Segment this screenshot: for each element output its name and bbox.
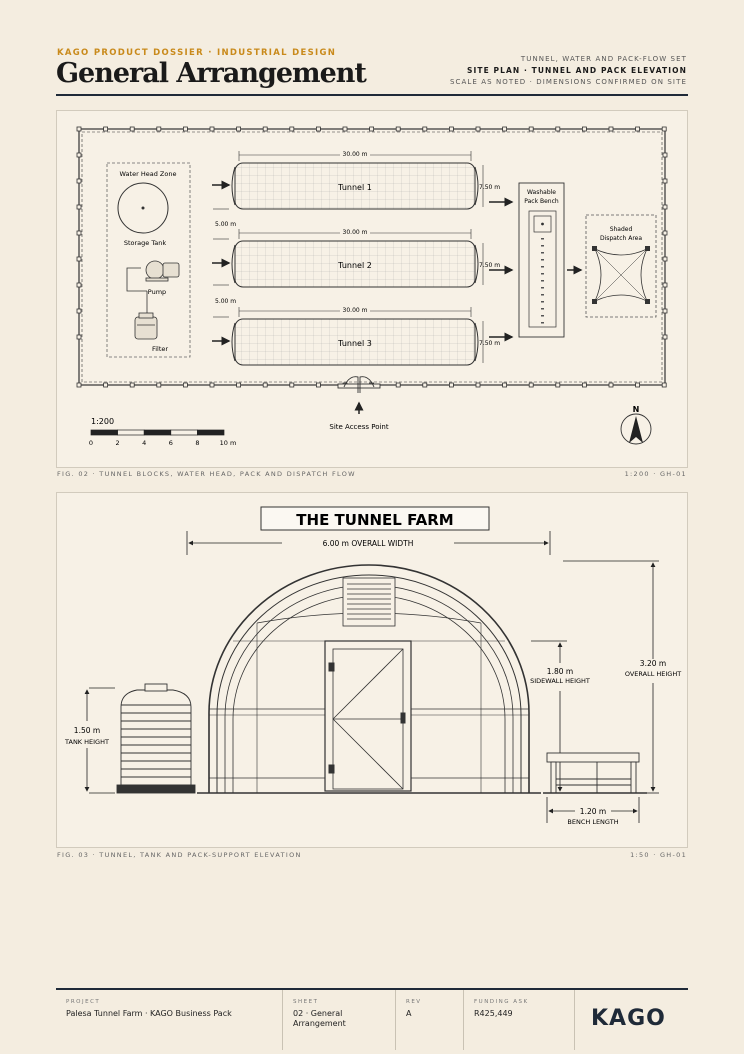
footer-logo-cell: KAGO: [574, 990, 689, 1050]
water-zone-label: Water Head Zone: [120, 170, 177, 178]
footer-funding: FUNDING ASK R425,449: [463, 990, 575, 1050]
bench-length-label: BENCH LENGTH: [567, 818, 618, 826]
set-name: TUNNEL, WATER AND PACK-FLOW SET: [520, 55, 687, 63]
filter-label: Filter: [152, 345, 168, 353]
footer-rev: REV A: [395, 990, 464, 1050]
door: [324, 640, 412, 792]
pack-bench-label-1: Washable: [527, 189, 556, 196]
overall-width-dim: 6.00 m OVERALL WIDTH: [323, 539, 414, 548]
page-title: General Arrangement: [56, 58, 367, 89]
scale-tick-label: 10 m: [220, 439, 237, 447]
tunnel-spacing-dimensions: [213, 208, 229, 318]
scale-tick-label: 0: [89, 439, 93, 447]
site-plan-panel: Water Head Zone Storage Tank Pump Filter…: [56, 110, 688, 468]
scale-tick-label: 4: [142, 439, 146, 447]
project-value: Palesa Tunnel Farm · KAGO Business Pack: [66, 1009, 232, 1018]
scale-bar: 0 2 4 6 8 10 m: [89, 429, 237, 447]
scale-label: 1:200: [91, 417, 114, 426]
fig2-ref: 1:200 · GH-01: [624, 470, 687, 478]
tunnel-label-1: Tunnel 1: [337, 183, 372, 192]
elevation-panel: THE TUNNEL FARM 6.00 m OVERALL WIDTH: [56, 492, 688, 848]
rev-value: A: [406, 1009, 412, 1018]
tunnel-label-2: Tunnel 2: [337, 261, 372, 270]
funding-label: FUNDING ASK: [474, 999, 529, 1005]
dispatch-label-2: Dispatch Area: [600, 235, 642, 242]
dispatch-label-1: Shaded: [610, 226, 633, 233]
fig3-ref: 1:50 · GH-01: [630, 851, 687, 859]
tunnel-width-dim-1: 7.50 m: [479, 184, 500, 191]
tunnel-blocks: Tunnel 1 30.00 m 7.50 m Tunnel 2 30.00 m 7.50…: [231, 149, 500, 366]
drawing-title: SITE PLAN · TUNNEL AND PACK ELEVATION: [466, 66, 687, 75]
funding-value: R425,449: [474, 1009, 513, 1018]
storage-tank-label: Storage Tank: [124, 239, 166, 247]
pump-icon: [126, 260, 180, 292]
tank-height-value: 1.50 m: [74, 726, 100, 735]
footer-sheet: SHEET 02 · General Arrangement: [282, 990, 396, 1050]
scale-tick-label: 2: [116, 439, 120, 447]
flow-arrows: [212, 180, 583, 414]
pump-label: Pump: [148, 288, 166, 296]
tunnel-label-3: Tunnel 3: [337, 339, 372, 348]
tunnel-length-dim-1: 30.00 m: [343, 151, 368, 158]
water-head-zone: Water Head Zone Storage Tank Pump Filter: [106, 162, 191, 358]
north-arrow-icon: [620, 413, 652, 445]
dossier-eyebrow: KAGO PRODUCT DOSSIER · INDUSTRIAL DESIGN: [57, 48, 337, 58]
title-block: PROJECT Palesa Tunnel Farm · KAGO Busine…: [56, 988, 688, 1054]
elevation-title: THE TUNNEL FARM: [296, 511, 453, 529]
fig3-caption: FIG. 03 · TUNNEL, TANK AND PACK-SUPPORT …: [57, 851, 302, 859]
header-rule: [56, 94, 688, 96]
bench-length-value: 1.20 m: [580, 807, 606, 816]
north-label: N: [633, 405, 640, 414]
tunnel-length-dim-3: 30.00 m: [343, 307, 368, 314]
pack-bench: [518, 182, 565, 338]
spacing-dim-2: 5.00 m: [215, 298, 236, 305]
water-tank: [116, 683, 196, 794]
scale-tick-label: 6: [169, 439, 173, 447]
fig2-caption: FIG. 02 · TUNNEL BLOCKS, WATER HEAD, PAC…: [57, 470, 356, 478]
sheet-value: 02 · General Arrangement: [293, 1009, 346, 1028]
site-plan-drawing: Water Head Zone Storage Tank Pump Filter…: [76, 126, 668, 447]
shaded-dispatch-area: [585, 214, 657, 318]
overall-height-label: OVERALL HEIGHT: [625, 670, 681, 678]
scale-note: SCALE AS NOTED · DIMENSIONS CONFIRMED ON…: [449, 78, 687, 86]
spacing-dim-1: 5.00 m: [215, 221, 236, 228]
tunnel-length-dim-2: 30.00 m: [343, 229, 368, 236]
access-point-label: Site Access Point: [329, 423, 388, 431]
rev-label: REV: [406, 999, 422, 1005]
sidewall-height-value: 1.80 m: [547, 667, 573, 676]
tank-height-label: TANK HEIGHT: [64, 738, 109, 746]
overall-height-value: 3.20 m: [640, 659, 666, 668]
tunnel-3: Tunnel 3 30.00 m 7.50 m: [231, 305, 500, 366]
sheet-label: SHEET: [293, 999, 319, 1005]
sidewall-height-label: SIDEWALL HEIGHT: [530, 677, 590, 685]
scale-tick-label: 8: [195, 439, 199, 447]
footer-project: PROJECT Palesa Tunnel Farm · KAGO Busine…: [56, 990, 282, 1050]
tunnel-width-dim-3: 7.50 m: [479, 340, 500, 347]
pack-support-bench: [543, 752, 647, 794]
tunnel-1: Tunnel 1 30.00 m 7.50 m: [231, 149, 500, 210]
tunnel-width-dim-2: 7.50 m: [479, 262, 500, 269]
roof-vent: [342, 577, 396, 627]
pack-bench-label-2: Pack Bench: [524, 198, 559, 205]
elevation-drawing: THE TUNNEL FARM 6.00 m OVERALL WIDTH: [64, 506, 681, 826]
site-access-gate: [337, 376, 381, 393]
tunnel-2: Tunnel 2 30.00 m 7.50 m: [231, 227, 500, 288]
kago-logo: KAGO: [591, 1006, 666, 1031]
filter-icon: [134, 291, 158, 340]
project-label: PROJECT: [66, 999, 101, 1005]
